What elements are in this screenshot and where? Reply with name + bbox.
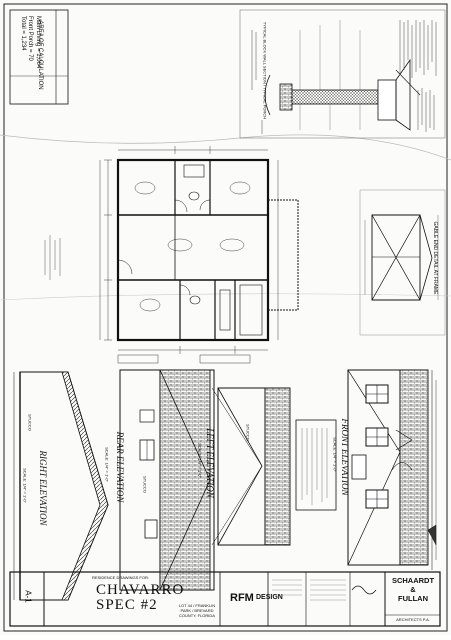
front-elevation-scale: SCALE: 1/4" = 1'-0" xyxy=(332,437,338,472)
left-elevation-title: LEFT ELEVATION xyxy=(205,428,215,498)
area-row-main: Main Living = 1,064 xyxy=(35,16,41,69)
project-name-line1: CHAVARRO xyxy=(96,582,185,598)
area-row-total: Total = 1,234 xyxy=(20,16,26,51)
project-name: CHAVARRO SPEC #2 xyxy=(96,583,206,613)
lot-info: LOT 44 / FRANKLIN PARK / BREVARD COUNTY,… xyxy=(178,603,216,618)
client-sub: ARCHITECTS P.A. xyxy=(396,617,430,622)
client-line2: & xyxy=(410,585,416,594)
area-row-porch: Front Porch = 70 xyxy=(27,16,33,61)
firm-logo: RFM xyxy=(230,592,254,604)
right-elevation-material: STUCCO xyxy=(27,414,33,431)
right-elevation-scale: SCALE: 1/4" = 1'-0" xyxy=(22,468,28,503)
project-name-line2: SPEC #2 xyxy=(96,597,158,613)
front-elevation xyxy=(347,369,437,570)
gable-detail xyxy=(359,189,446,336)
notes-box xyxy=(295,419,337,511)
gable-detail-caption: GABLE END DETAIL AT FRAME xyxy=(432,221,438,295)
sheet-number: A-1 xyxy=(23,590,33,603)
area-table xyxy=(9,9,69,105)
floor-plan xyxy=(44,146,299,364)
firm-name: DESIGN xyxy=(256,594,283,601)
sheet-border xyxy=(3,3,448,632)
right-elevation xyxy=(13,371,109,601)
wall-section-detail xyxy=(239,9,446,139)
client-name: SCHAARDT & FULLAN xyxy=(386,576,440,603)
client-line3: FULLAN xyxy=(398,594,428,603)
rear-elevation-title: REAR ELEVATION xyxy=(115,431,125,503)
client-line1: SCHAARDT xyxy=(391,576,435,585)
rear-elevation xyxy=(119,369,215,591)
left-elevation xyxy=(211,387,291,546)
wall-section-caption: TYPICAL BLOCK WALL SECTION / TYPICAL POR… xyxy=(262,21,268,120)
right-elevation-title: RIGHT ELEVATION xyxy=(38,450,48,526)
left-elevation-scale: SCALE: 1/4" = 1'-0" xyxy=(197,443,203,478)
fold-line xyxy=(0,134,451,161)
title-block xyxy=(9,571,441,627)
residence-label: RESIDENCE DRAWINGS FOR: xyxy=(92,575,149,580)
left-elevation-material: STUCCO xyxy=(245,424,251,441)
rear-elevation-scale: SCALE: 1/4" = 1'-0" xyxy=(104,447,110,482)
rear-elevation-material: STUCCO xyxy=(142,476,148,493)
front-elevation-title: FRONT ELEVATION xyxy=(340,418,350,496)
